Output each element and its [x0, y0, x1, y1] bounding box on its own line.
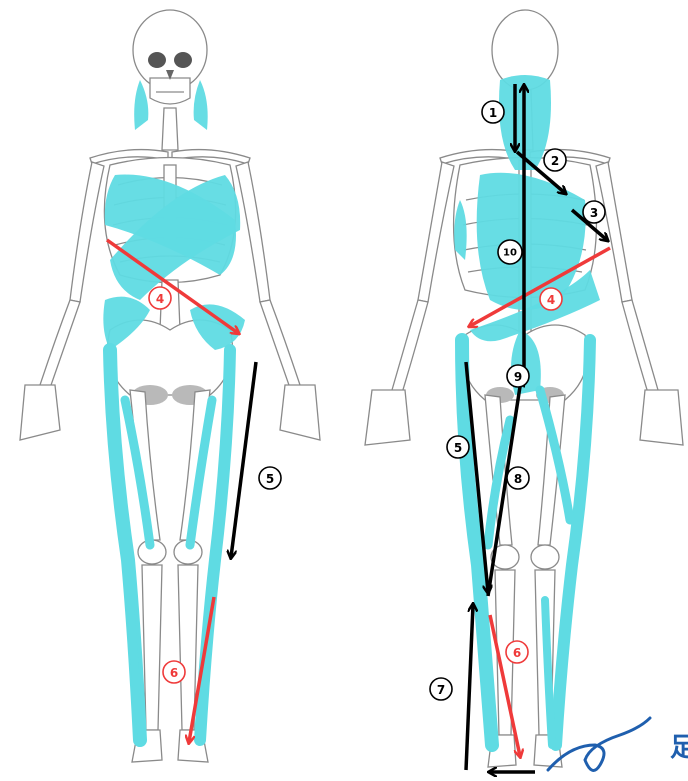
svg-text:7: 7 — [437, 683, 445, 697]
back-label-8: 8 — [507, 467, 529, 489]
back-arrow-7 — [466, 605, 473, 770]
svg-text:5: 5 — [454, 441, 462, 455]
svg-text:4: 4 — [547, 293, 555, 307]
back-label-7: 7 — [430, 678, 452, 700]
svg-text:9: 9 — [514, 370, 522, 384]
svg-text:2: 2 — [551, 154, 559, 168]
back-label-10: 10 — [498, 240, 522, 264]
back-label-4: 4 — [540, 288, 562, 310]
front-label-6: 6 — [163, 661, 185, 683]
svg-text:8: 8 — [514, 472, 522, 486]
front-label-4: 4 — [149, 287, 171, 309]
svg-text:足: 足 — [670, 733, 688, 763]
signature-logo: 足 — [548, 718, 688, 770]
back-label-1: 1 — [482, 101, 504, 123]
back-label-9: 9 — [507, 365, 529, 387]
front-arrow-5 — [231, 362, 256, 557]
svg-text:1: 1 — [489, 106, 497, 120]
back-label-5: 5 — [447, 436, 469, 458]
svg-text:3: 3 — [590, 206, 598, 220]
svg-text:5: 5 — [266, 472, 274, 486]
back-label-2: 2 — [544, 149, 566, 171]
front-skeleton — [20, 10, 320, 762]
svg-text:6: 6 — [170, 666, 178, 680]
svg-text:4: 4 — [156, 292, 164, 306]
back-label-3: 3 — [583, 201, 605, 223]
front-label-5: 5 — [259, 467, 281, 489]
svg-text:6: 6 — [513, 646, 521, 660]
back-label-6: 6 — [506, 641, 528, 663]
svg-text:10: 10 — [503, 248, 517, 259]
